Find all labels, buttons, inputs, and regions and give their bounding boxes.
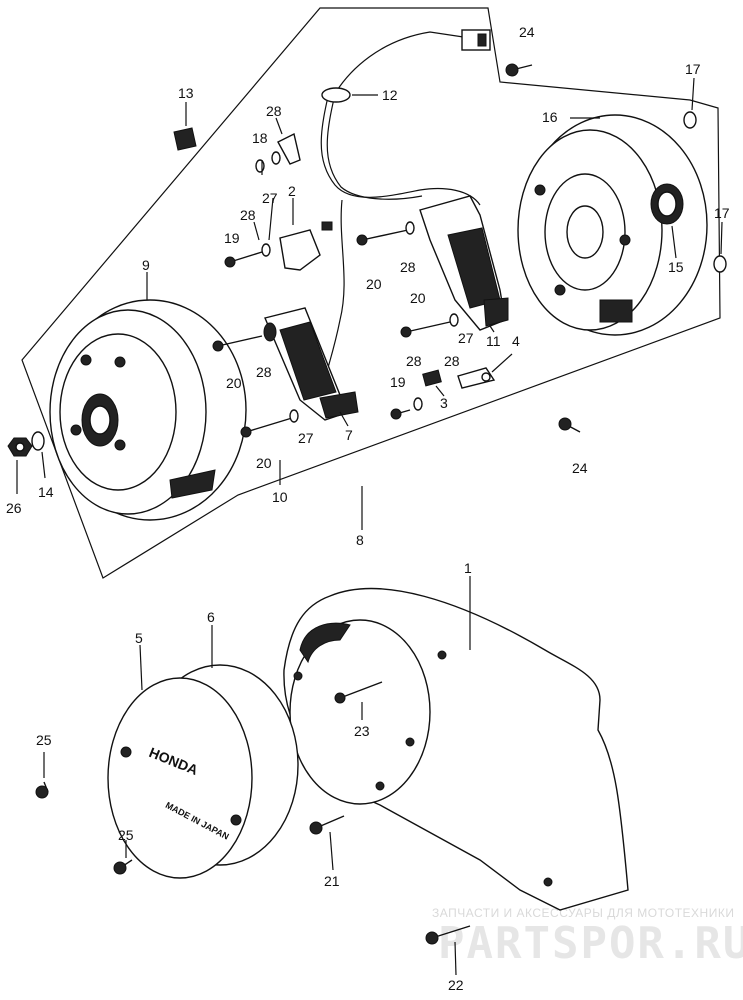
callout-24-upper: 24 bbox=[519, 24, 535, 40]
callout-21: 21 bbox=[324, 873, 340, 889]
leader-17-upper bbox=[691, 77, 695, 111]
wire-clip bbox=[321, 221, 333, 231]
leader-17-lower bbox=[720, 221, 723, 255]
leader-27-a bbox=[268, 197, 274, 241]
callout-6: 6 bbox=[207, 609, 215, 625]
callout-19-lower: 19 bbox=[390, 374, 406, 390]
o-ring-lower bbox=[713, 255, 727, 273]
leader-28-b bbox=[253, 221, 260, 241]
leader-4 bbox=[491, 353, 513, 373]
wire-harness-top bbox=[335, 31, 471, 93]
wire-connector-latch bbox=[477, 33, 487, 47]
callout-18: 18 bbox=[252, 130, 268, 146]
screw-set bbox=[212, 63, 581, 438]
oil-seal-inner bbox=[657, 191, 677, 217]
callout-20-c: 20 bbox=[226, 375, 242, 391]
callout-26: 26 bbox=[6, 500, 22, 516]
contact-breaker bbox=[279, 229, 321, 271]
callout-25-lower: 25 bbox=[118, 827, 134, 843]
callout-10: 10 bbox=[272, 489, 288, 505]
leader-15 bbox=[671, 225, 677, 259]
callout-1: 1 bbox=[464, 560, 472, 576]
callout-24-lower: 24 bbox=[572, 460, 588, 476]
lighting-coil bbox=[263, 307, 359, 421]
callout-16: 16 bbox=[542, 109, 558, 125]
leader-5 bbox=[139, 644, 143, 691]
callout-5: 5 bbox=[135, 630, 143, 646]
callout-11: 11 bbox=[486, 333, 501, 349]
callout-27-c: 27 bbox=[298, 430, 314, 446]
crankcase-cover bbox=[283, 587, 629, 911]
wire-grommet-13 bbox=[173, 127, 197, 151]
callout-28-a: 28 bbox=[266, 103, 282, 119]
callout-28-d: 28 bbox=[256, 364, 272, 380]
callout-28-c: 28 bbox=[400, 259, 416, 275]
callout-13: 13 bbox=[178, 85, 194, 101]
callout-23: 23 bbox=[354, 723, 370, 739]
wire-grommet bbox=[321, 87, 351, 103]
callout-28-b: 28 bbox=[240, 207, 256, 223]
leader-11 bbox=[489, 325, 495, 333]
watermark-brand: PARTSPOR.RU bbox=[438, 918, 743, 969]
callout-12: 12 bbox=[382, 87, 398, 103]
leader-22 bbox=[454, 941, 457, 976]
callout-20-b: 20 bbox=[410, 290, 426, 306]
callout-28-e: 28 bbox=[406, 353, 422, 369]
callout-27-b: 27 bbox=[458, 330, 474, 346]
wire-harness bbox=[320, 87, 481, 206]
callout-15: 15 bbox=[668, 259, 684, 275]
condenser-bracket-hole bbox=[481, 372, 491, 382]
callout-14: 14 bbox=[38, 484, 54, 500]
leader-21 bbox=[329, 831, 334, 871]
callout-20-a: 20 bbox=[366, 276, 382, 292]
callout-4: 4 bbox=[512, 333, 520, 349]
charge-coil bbox=[419, 195, 509, 331]
flywheel-nut-hole bbox=[15, 442, 25, 452]
callout-19-upper: 19 bbox=[224, 230, 240, 246]
o-ring-upper bbox=[683, 111, 697, 129]
leader-28-a bbox=[275, 117, 283, 135]
breaker-bracket bbox=[277, 132, 301, 165]
callout-27-a: 27 bbox=[262, 190, 278, 206]
assembly-frame bbox=[21, 7, 721, 579]
watermark-tagline: ЗАПЧАСТИ И АКСЕССУАРЫ ДЛЯ МОТОТЕХНИКИ bbox=[432, 906, 734, 920]
callout-28-f: 28 bbox=[444, 353, 460, 369]
wire-harness-2 bbox=[326, 89, 423, 200]
point-cover bbox=[107, 677, 253, 879]
leader-7 bbox=[339, 411, 349, 427]
wire-harness-down bbox=[325, 199, 345, 376]
callout-7: 7 bbox=[345, 427, 353, 443]
callout-3: 3 bbox=[440, 395, 448, 411]
callout-20-d: 20 bbox=[256, 455, 272, 471]
leader-3 bbox=[435, 385, 445, 397]
callouts: 1 2 3 4 5 6 7 8 9 10 11 12 13 14 15 16 1… bbox=[6, 24, 730, 993]
callout-17-upper: 17 bbox=[685, 61, 701, 77]
condenser bbox=[422, 369, 442, 387]
callout-9: 9 bbox=[142, 257, 150, 273]
callout-8: 8 bbox=[356, 532, 364, 548]
flywheel-washer bbox=[31, 431, 45, 451]
leader-14 bbox=[41, 451, 46, 479]
callout-22: 22 bbox=[448, 977, 464, 993]
stator-base bbox=[517, 114, 708, 336]
callout-2: 2 bbox=[288, 183, 296, 199]
flywheel-rotor bbox=[49, 299, 247, 521]
callout-25-upper: 25 bbox=[36, 732, 52, 748]
callout-17-lower: 17 bbox=[714, 205, 730, 221]
cover-screws bbox=[35, 681, 471, 945]
